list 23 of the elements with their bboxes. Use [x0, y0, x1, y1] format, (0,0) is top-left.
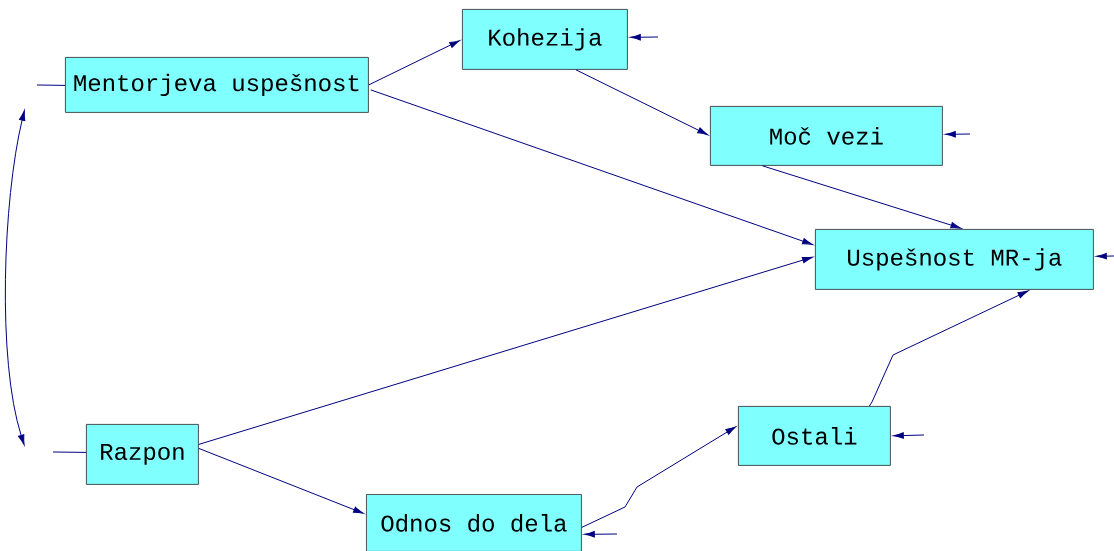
line — [36, 84, 66, 86]
arrow — [893, 432, 925, 439]
variable-box: Razpon — [86, 424, 199, 485]
variable-box: Uspešnost MR-ja — [815, 229, 1094, 290]
arrow — [584, 531, 618, 538]
arrow — [945, 130, 971, 138]
variable-box: Odnos do dela — [366, 494, 582, 551]
arrow — [761, 165, 962, 229]
arrow — [198, 447, 364, 514]
arrow — [198, 256, 813, 445]
variable-box: Moč vezi — [710, 106, 943, 166]
arrow — [1096, 252, 1114, 260]
line — [52, 451, 87, 453]
arrow — [575, 69, 708, 136]
variable-box: Kohezija — [462, 9, 628, 70]
arrow — [630, 34, 659, 41]
variable-box: Mentorjeva uspešnost — [65, 57, 369, 113]
arrow — [368, 40, 460, 86]
curved-arrow — [4, 110, 26, 446]
arrow — [581, 426, 737, 528]
variable-box: Ostali — [738, 406, 891, 466]
arrow — [370, 89, 813, 245]
arrow — [868, 290, 1029, 407]
